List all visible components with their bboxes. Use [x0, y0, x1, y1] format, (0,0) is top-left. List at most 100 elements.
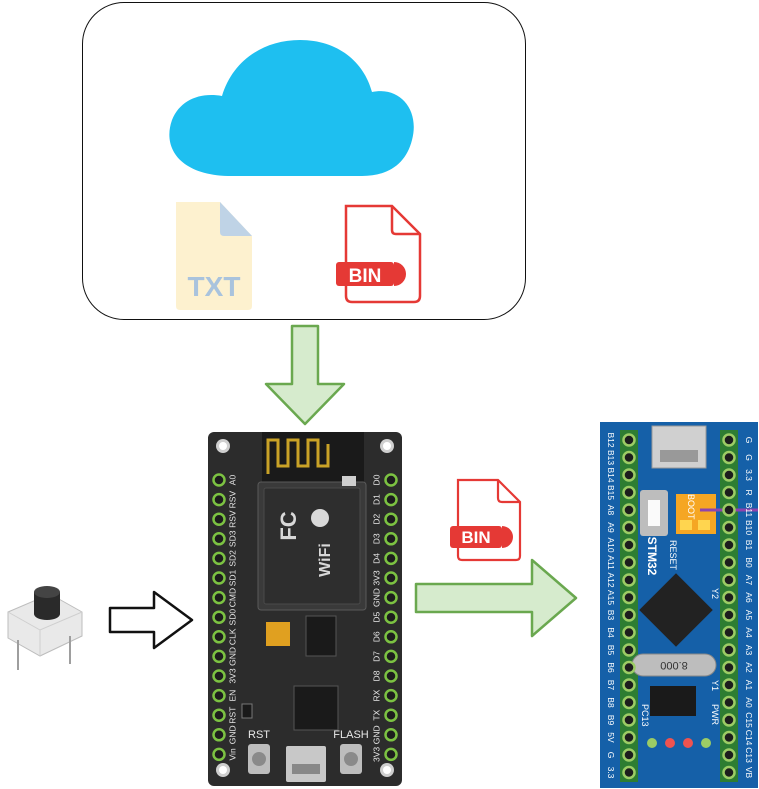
pin-label: TX [371, 709, 381, 720]
txt-file-label: TXT [188, 271, 241, 302]
pin-hole [622, 643, 636, 657]
pin-hole [622, 433, 636, 447]
boot-label: BOOT [686, 494, 696, 520]
pin-label: CLK [227, 628, 237, 645]
pin-label: A0 [227, 475, 237, 486]
pin-hole [622, 468, 636, 482]
pin-label: D0 [371, 474, 381, 485]
y2-label: Y2 [710, 588, 720, 599]
pin-label: A15 [606, 590, 616, 605]
pin-hole [384, 512, 398, 526]
pin-label: 3.3 [606, 767, 616, 779]
pin-hole [622, 625, 636, 640]
pin-hole [722, 538, 736, 552]
stm32-title: STM32 [645, 537, 659, 576]
pin-hole [212, 532, 226, 546]
pin-label: VB [744, 767, 754, 779]
pin-label: Vin [227, 748, 237, 760]
pin-label: A7 [744, 575, 754, 586]
pin-hole [212, 610, 226, 624]
pin-label: B14 [606, 467, 616, 482]
reset-label: RESET [668, 540, 678, 571]
pin-hole [622, 748, 636, 762]
stm32-board: 8.000 STM32 BOOT RESET PWR PC13 Y1 Y2 B1… [600, 422, 758, 788]
pin-label: B6 [606, 662, 616, 673]
pin-hole [722, 748, 736, 762]
pin-hole [212, 630, 226, 644]
pin-hole [722, 678, 736, 692]
pin-label: D4 [371, 553, 381, 564]
pin-label: A9 [606, 522, 616, 533]
pin-hole [384, 630, 398, 644]
pin-label: B8 [606, 697, 616, 708]
pin-label: A6 [744, 592, 754, 603]
pin-label: CMD [227, 588, 237, 607]
pin-label: GND [371, 588, 381, 607]
pin-label: A1 [744, 680, 754, 691]
pin-label: B12 [606, 432, 616, 447]
pin-label: GND [227, 725, 237, 744]
pin-hole [384, 473, 398, 487]
pin-label: A5 [744, 610, 754, 621]
pin-hole [384, 532, 398, 546]
pin-label: A12 [606, 572, 616, 587]
pin-hole [622, 450, 636, 465]
pin-label: 3V3 [371, 570, 381, 585]
pin-hole [384, 728, 398, 742]
pin-label: RSV [227, 491, 237, 509]
pin-hole [622, 695, 636, 710]
pin-label: A0 [744, 697, 754, 708]
pin-hole [384, 610, 398, 624]
pin-label: B10 [744, 520, 754, 535]
pin-hole [722, 433, 736, 447]
pin-label: RST [227, 707, 237, 724]
pin-label: R [744, 489, 754, 495]
flash-label: FLASH [333, 729, 369, 741]
pin-hole [622, 538, 636, 552]
pin-hole [212, 688, 226, 703]
push-button-icon [7, 586, 83, 670]
esp8266-board: FC WiFi RST FLASH A0RSVRSVSD3SD2SD1CMDSD… [208, 432, 402, 786]
transfer-bin-label: BIN [461, 528, 490, 547]
pin-hole [384, 571, 398, 585]
pin-label: D8 [371, 670, 381, 681]
pin-hole [722, 765, 736, 780]
y1-label: Y1 [710, 680, 720, 691]
pin-label: D1 [371, 494, 381, 505]
stm-right-pin-header: GG3.3RB11B10B1B0A7A6A5A4A3A2A1A0C15C14C1… [722, 433, 754, 780]
pin-hole [212, 708, 226, 722]
pin-hole [384, 708, 398, 722]
pin-hole [212, 649, 226, 664]
pin-label: SD1 [227, 569, 237, 586]
pin-label: SD0 [227, 609, 237, 626]
pin-hole [622, 590, 636, 605]
pin-hole [212, 492, 226, 507]
pin-label: RX [371, 689, 381, 701]
bin-file-label: BIN [349, 266, 382, 287]
pin-label: D3 [371, 533, 381, 544]
pin-label: SD2 [227, 550, 237, 567]
pin-hole [384, 747, 398, 762]
pin-hole [212, 571, 226, 585]
pin-label: C15 [744, 712, 754, 728]
pin-hole [212, 551, 226, 566]
pin-hole [622, 608, 636, 622]
pin-label: G [744, 437, 754, 444]
pin-label: GND [371, 725, 381, 744]
pin-label: D6 [371, 631, 381, 642]
pin-hole [722, 468, 736, 482]
pin-label: A4 [744, 627, 754, 638]
pin-hole [622, 730, 636, 745]
pin-hole [722, 713, 736, 727]
pin-hole [212, 473, 226, 487]
pin-hole [212, 747, 226, 762]
pin-label: B7 [606, 680, 616, 691]
pin-hole [622, 765, 636, 780]
pin-label: 3V3 [371, 747, 381, 762]
download-arrow [264, 324, 346, 426]
txt-file-icon: TXT [176, 202, 252, 310]
rst-label: RST [248, 729, 270, 741]
pin-label: B3 [606, 610, 616, 621]
